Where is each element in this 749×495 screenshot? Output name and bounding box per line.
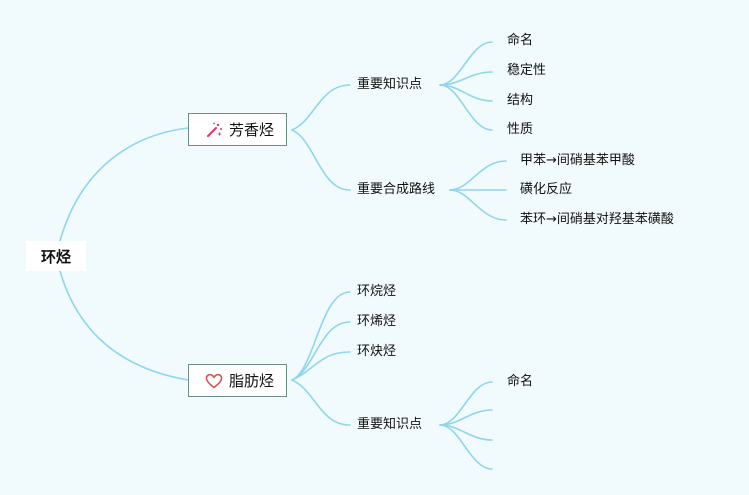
connector-knowledge-item xyxy=(439,424,493,470)
knowledge-item[interactable]: 性质 xyxy=(507,122,534,137)
aliphatic-type[interactable]: 环烯烃 xyxy=(357,314,397,329)
aliphatic-label: 脂肪烃 xyxy=(229,372,275,390)
magic-wand-icon xyxy=(205,121,223,139)
aliphatic-type[interactable]: 环炔烃 xyxy=(357,344,397,359)
connector-synthesis-item xyxy=(449,189,507,221)
aliphatic-knowledge-node[interactable]: 重要知识点 xyxy=(357,417,423,432)
aromatic-node[interactable]: 芳香烃 xyxy=(188,113,288,146)
root-label: 环烃 xyxy=(40,247,71,266)
connector-aliphatic-type xyxy=(291,291,351,381)
aromatic-label: 芳香烃 xyxy=(229,121,275,139)
synthesis-item[interactable]: 磺化反应 xyxy=(520,182,573,197)
aliphatic-node[interactable]: 脂肪烃 xyxy=(188,364,288,397)
connector-aliphatic-type xyxy=(291,351,351,381)
connector-root-aliphatic xyxy=(59,270,189,381)
connector-synthesis-item xyxy=(449,160,507,191)
synthesis-item[interactable]: 甲苯→间硝基苯甲酸 xyxy=(520,153,635,168)
knowledge-item[interactable]: 结构 xyxy=(507,93,534,108)
heart-icon xyxy=(205,372,223,390)
connector-knowledge-item xyxy=(439,381,493,426)
knowledge-item[interactable]: 稳定性 xyxy=(507,63,547,78)
aliphatic-type[interactable]: 环烷烃 xyxy=(357,284,397,299)
connector-root-aromatic xyxy=(59,127,189,242)
aromatic-knowledge-node[interactable]: 重要知识点 xyxy=(357,77,423,92)
knowledge-item[interactable]: 命名 xyxy=(507,374,534,389)
connector-aromatic-knowledge xyxy=(291,84,351,131)
connector-aromatic-synthesis xyxy=(291,129,351,191)
knowledge-item[interactable]: 命名 xyxy=(507,33,534,48)
connector-knowledge-item xyxy=(439,84,493,131)
aromatic-synthesis-node[interactable]: 重要合成路线 xyxy=(357,182,436,197)
synthesis-item[interactable]: 苯环→间硝基对羟基苯磺酸 xyxy=(520,212,674,227)
connector-aliphatic-type xyxy=(291,321,351,381)
connector-aliphatic-knowledge xyxy=(291,379,351,426)
root-node[interactable]: 环烃 xyxy=(26,241,86,271)
